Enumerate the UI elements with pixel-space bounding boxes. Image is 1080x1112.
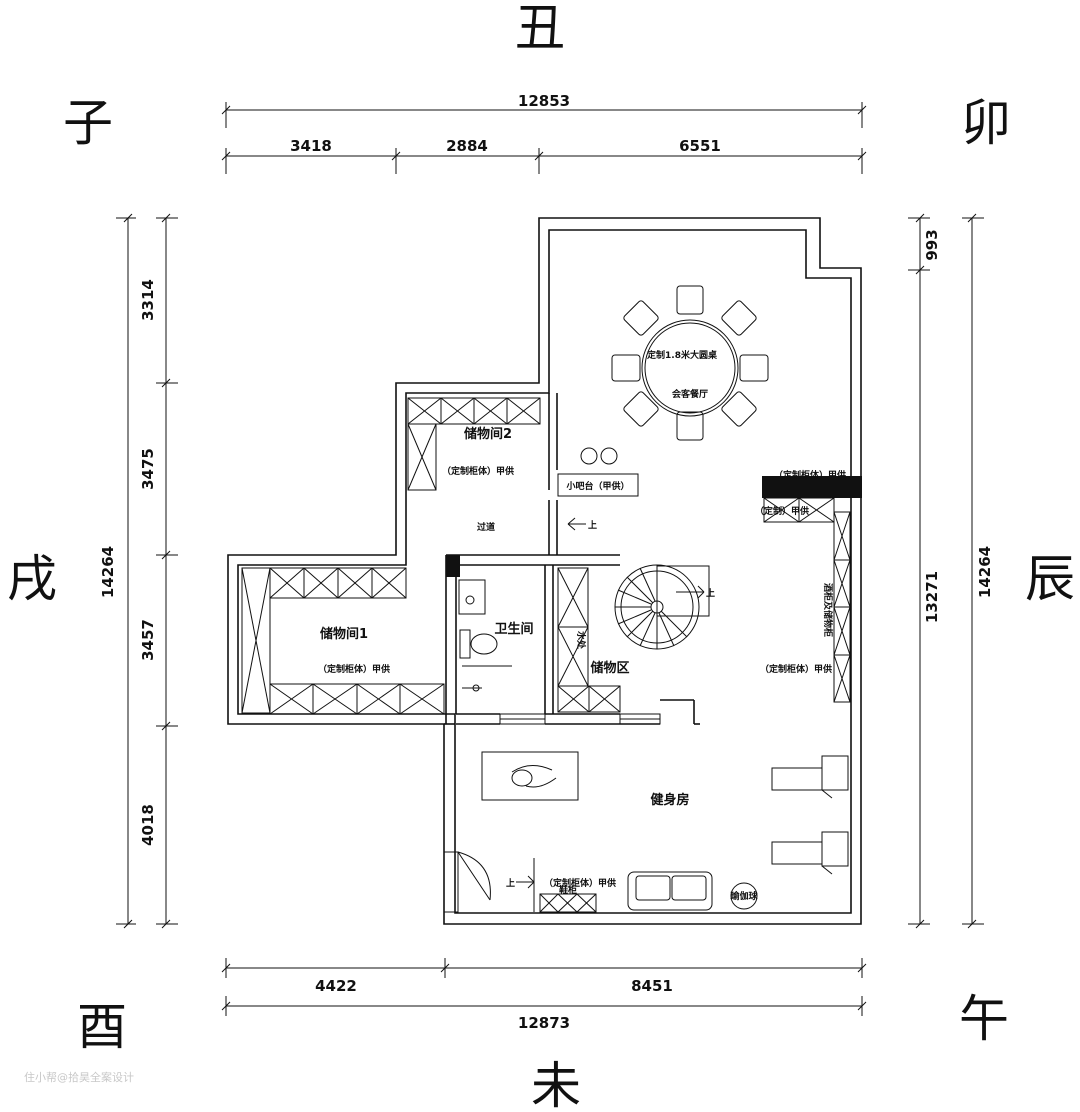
dim-top-seg3: 6551 <box>679 137 721 155</box>
storage2-label: 储物间2 <box>463 426 512 442</box>
direction-top: 丑 <box>515 0 565 57</box>
water-heater-label: 水处 <box>575 631 587 650</box>
spiral-staircase <box>614 564 710 650</box>
gym-up-arrow <box>516 858 535 912</box>
bottom-dimension-lines <box>221 958 867 1016</box>
gym-yoga-mat <box>481 751 579 801</box>
gym-sofa <box>627 871 713 911</box>
storage2-cabinets <box>407 397 541 491</box>
door-thresholds <box>499 713 661 725</box>
dim-right-seg-top: 993 <box>923 229 941 260</box>
dim-top-total: 12853 <box>518 92 570 110</box>
mini-bar <box>557 447 639 497</box>
dim-top-seg1: 3418 <box>290 137 332 155</box>
dining-chairs <box>611 285 769 441</box>
storage1-cabinet-label: （定制柜体）甲供 <box>318 663 390 675</box>
dim-bottom-total: 12873 <box>518 1014 570 1032</box>
dining-table <box>641 319 739 417</box>
direction-right: 辰 <box>1025 550 1075 608</box>
storage1-cabinets <box>241 567 445 715</box>
dim-right-seg-main: 13271 <box>923 571 941 623</box>
dining-table-label: 定制1.8米大圆桌 <box>646 349 718 361</box>
shoe-cabinet-label: 鞋柜 <box>559 884 577 896</box>
storage-area-label: 储物区 <box>589 660 629 676</box>
dim-left-seg3: 3457 <box>139 619 157 661</box>
dining-room-label: 会客餐厅 <box>672 388 708 400</box>
dim-left-total: 14264 <box>99 546 117 598</box>
corridor-label: 过道 <box>477 521 495 533</box>
direction-bottom-left: 酉 <box>77 998 127 1056</box>
dim-right-total: 14264 <box>976 546 994 598</box>
dim-top-seg2: 2884 <box>446 137 488 155</box>
right-cabinet-top-label: （定制柜体）甲供 <box>774 469 846 481</box>
right-dimension-lines <box>908 213 984 929</box>
direction-bottom-right: 午 <box>959 990 1009 1048</box>
gym-ball-label: 瑜伽球 <box>730 890 758 902</box>
bathroom-fixtures <box>458 579 512 692</box>
column-black-1 <box>446 555 460 577</box>
right-wine-cabinets <box>763 497 851 703</box>
direction-bottom: 未 <box>531 1057 581 1112</box>
gym-ball <box>730 882 758 910</box>
dim-left-seg1: 3314 <box>139 279 157 321</box>
storage-area-cabinets <box>557 567 621 713</box>
right-cabinet-low-label: （定制柜体）甲供 <box>760 663 832 675</box>
gym-shoe-cabinet <box>539 893 597 913</box>
mini-bar-label: 小吧台（甲供） <box>565 480 629 492</box>
left-dimension-lines <box>116 213 178 929</box>
storage1-label: 储物间1 <box>319 626 368 642</box>
direction-top-right: 卯 <box>961 94 1011 152</box>
dim-bottom-seg2: 8451 <box>631 977 673 995</box>
column-black-2 <box>762 476 862 498</box>
interior-walls <box>444 393 700 725</box>
bathroom-label: 卫生间 <box>494 621 533 637</box>
gym-benches <box>771 755 849 875</box>
gym-up-label: 上 <box>506 877 515 889</box>
gym-cabinet-label: （定制柜体）甲供 <box>544 877 616 889</box>
corridor-up-label: 上 <box>588 519 597 531</box>
watermark: 住小帮@拾昊全案设计 <box>24 1070 134 1084</box>
wine-cabinet-label: 酒柜及储物柜 <box>822 583 834 637</box>
gym-door <box>443 851 491 913</box>
stair-up-label: 上 <box>706 587 715 599</box>
dim-left-seg2: 3475 <box>139 448 157 490</box>
corridor-up-arrow <box>567 517 586 531</box>
gym-label: 健身房 <box>650 792 689 808</box>
storage2-cabinet-label: （定制柜体）甲供 <box>442 465 514 477</box>
dim-bottom-seg1: 4422 <box>315 977 357 995</box>
direction-left: 戌 <box>7 550 57 608</box>
direction-top-left: 子 <box>63 94 113 152</box>
top-dimension-lines <box>221 102 867 174</box>
right-cabinet-mid-label: （定制）甲供 <box>755 505 809 517</box>
dim-left-seg4: 4018 <box>139 804 157 846</box>
